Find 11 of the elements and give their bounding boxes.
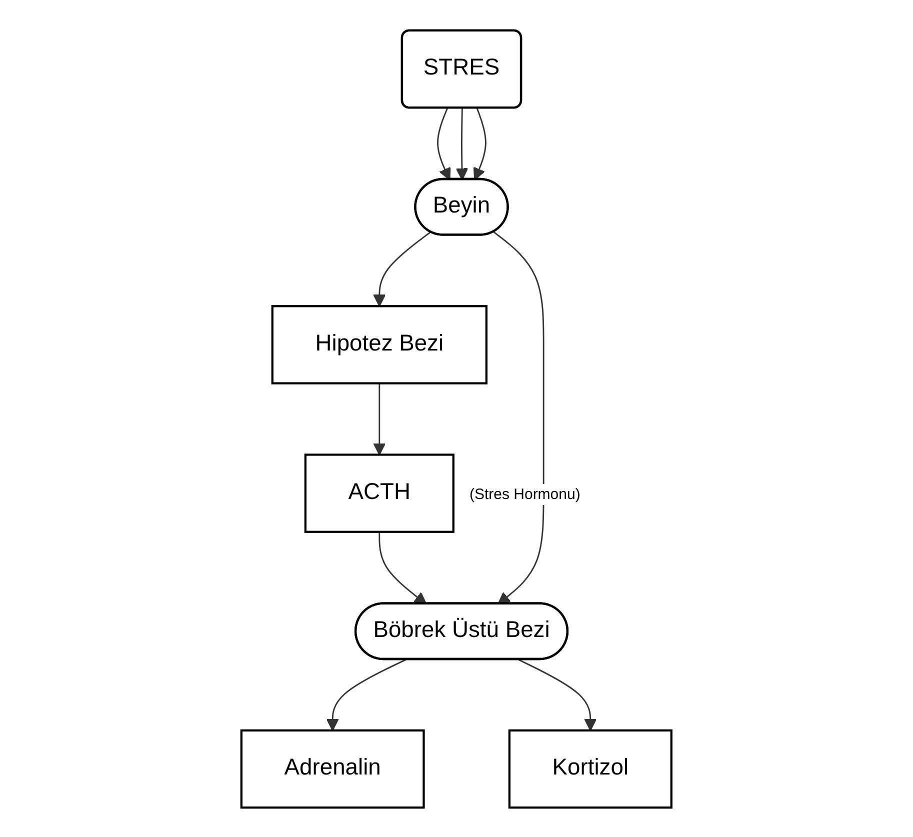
arrow [456,108,468,180]
arrow [373,382,386,455]
arrow [518,658,597,730]
node-box: Adrenalin [240,728,425,808]
node-box: Hipotez Bezi [271,304,488,384]
node-box: Kortizol [508,728,673,808]
arrow [373,231,432,306]
node-box: ACTH [304,453,455,532]
arrow [437,108,451,180]
arrow [473,108,487,180]
arrow [326,658,406,730]
